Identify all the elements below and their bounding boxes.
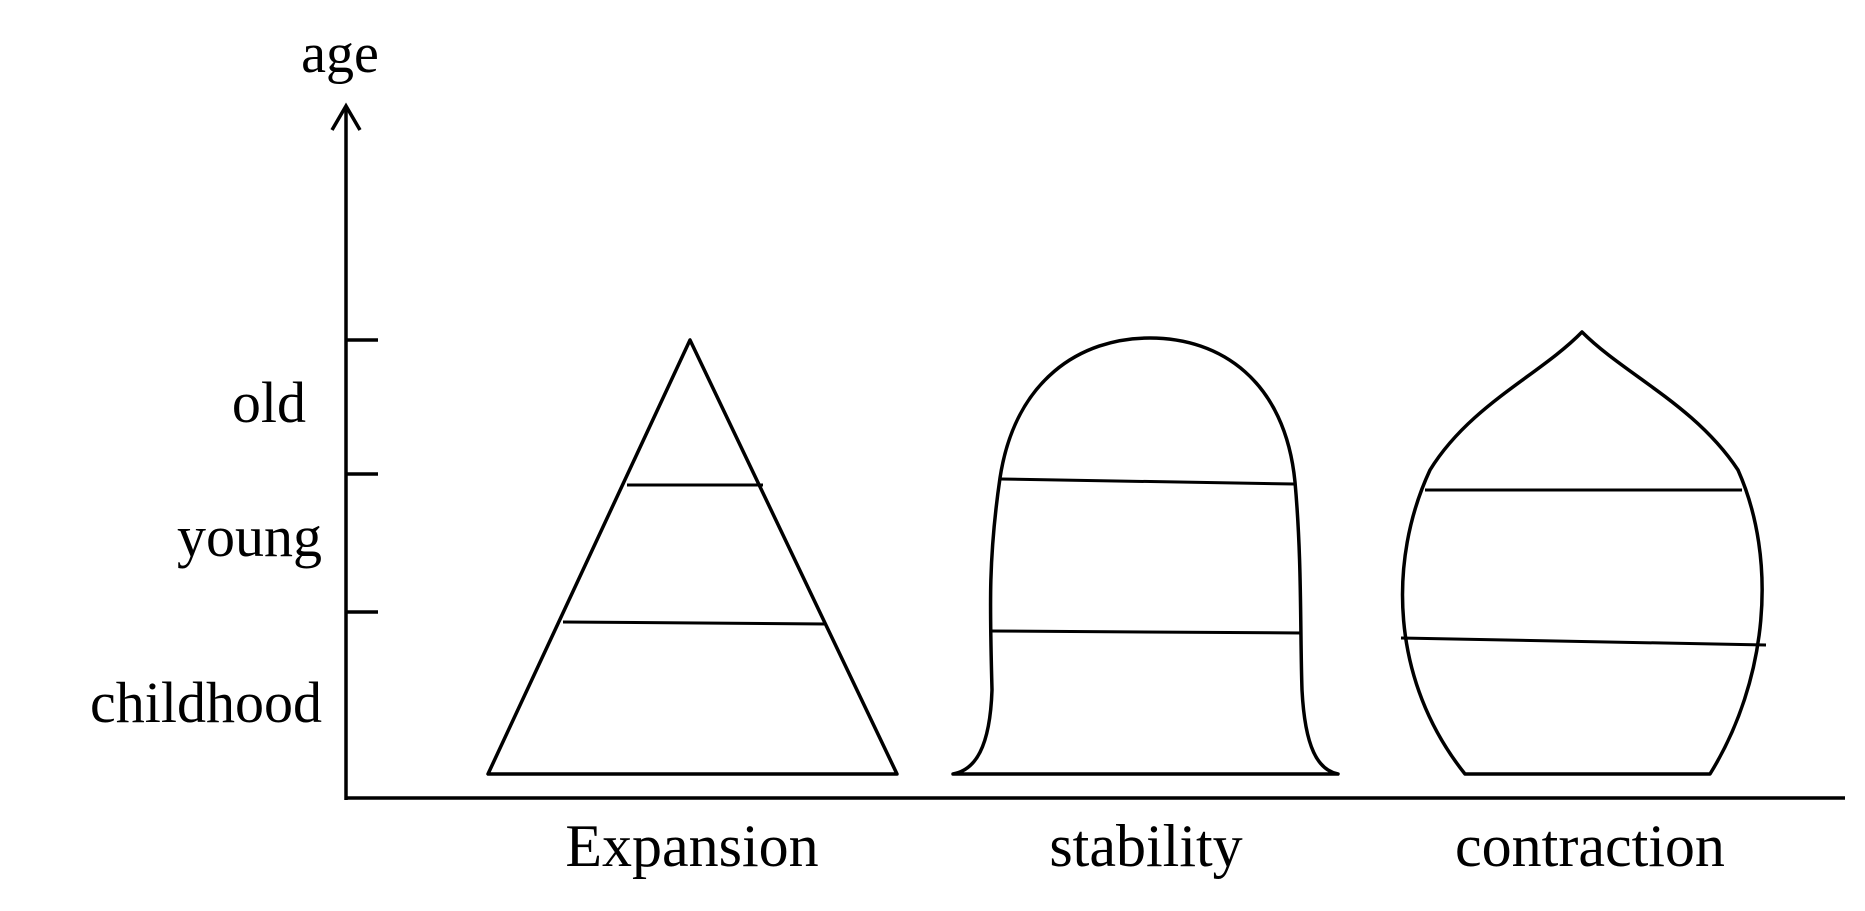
pyramid-label-contraction: contraction (1455, 813, 1725, 879)
pyramid-label-stability: stability (1049, 813, 1242, 879)
pyramid-expansion (486, 338, 899, 776)
axes (330, 102, 1845, 800)
age-label-young: young (177, 504, 322, 569)
age-label-childhood: childhood (90, 670, 322, 735)
stability-outline (951, 336, 1340, 776)
contraction-outline (1400, 330, 1764, 776)
contraction-band-lower (1400, 636, 1767, 647)
y-axis-arrowhead (330, 102, 362, 131)
age-label-old: old (232, 370, 306, 435)
pyramid-label-expansion: Expansion (565, 813, 818, 879)
stability-band-upper (1000, 477, 1295, 486)
stability-band-lower (989, 629, 1303, 635)
pyramid-stability (951, 336, 1340, 776)
expansion-band-lower (562, 620, 827, 626)
expansion-outline (486, 338, 899, 776)
y-axis-title: age (301, 23, 379, 85)
pyramid-contraction (1400, 330, 1767, 776)
